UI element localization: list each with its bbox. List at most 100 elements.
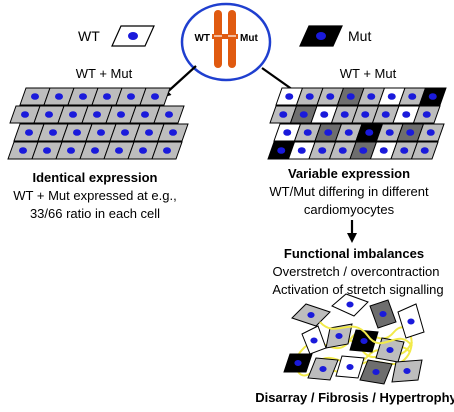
cell-nucleus bbox=[31, 93, 39, 100]
cell-nucleus bbox=[324, 129, 333, 136]
bottom-caption: Disarray / Fibrosis / Hypertrophy bbox=[255, 390, 454, 405]
cell-nucleus bbox=[422, 111, 431, 118]
chromosome-panel: WT Mut bbox=[180, 2, 272, 82]
legend-wt-nucleus bbox=[128, 32, 138, 40]
cell-nucleus bbox=[79, 93, 87, 100]
legend-mut-nucleus bbox=[316, 32, 326, 40]
cell-nucleus bbox=[403, 368, 411, 374]
cell-nucleus bbox=[379, 147, 388, 154]
cell-nucleus bbox=[67, 147, 75, 154]
chromosome-icon bbox=[212, 10, 238, 68]
right-panel: WT + Mut Variable expression WT/Mut diff… bbox=[267, 66, 447, 217]
cell-nucleus bbox=[305, 93, 314, 100]
cell-nucleus bbox=[406, 129, 415, 136]
cell-nucleus bbox=[372, 369, 380, 375]
cell-nucleus bbox=[43, 147, 51, 154]
cell-nucleus bbox=[360, 338, 368, 344]
cell-nucleus bbox=[277, 147, 286, 154]
cell-nucleus bbox=[385, 129, 394, 136]
functional-line1: Overstretch / overcontraction bbox=[273, 264, 440, 279]
cell-nucleus bbox=[319, 366, 327, 372]
cell-nucleus bbox=[381, 111, 390, 118]
cell-nucleus bbox=[408, 93, 417, 100]
cell-nucleus bbox=[346, 93, 355, 100]
cell-nucleus bbox=[73, 129, 81, 136]
cell-nucleus bbox=[21, 111, 29, 118]
functional-panel: Functional imbalances Overstretch / over… bbox=[272, 246, 443, 297]
cell-nucleus bbox=[402, 111, 411, 118]
cell-nucleus bbox=[127, 93, 135, 100]
right-line1: WT/Mut differing in different bbox=[269, 184, 429, 199]
cell-nucleus bbox=[400, 147, 409, 154]
cell-nucleus bbox=[407, 318, 415, 325]
left-title: Identical expression bbox=[33, 170, 158, 185]
cell-nucleus bbox=[359, 147, 368, 154]
cell-nucleus bbox=[365, 129, 374, 136]
cell-nucleus bbox=[320, 111, 329, 118]
chromosome-ellipse bbox=[180, 2, 272, 82]
cell-nucleus bbox=[91, 147, 99, 154]
cell-nucleus bbox=[145, 129, 153, 136]
cell-nucleus bbox=[297, 147, 306, 154]
cell-nucleus bbox=[165, 111, 173, 118]
cell-nucleus bbox=[93, 111, 101, 118]
cell-nucleus bbox=[169, 129, 177, 136]
cell-nucleus bbox=[279, 111, 288, 118]
cell-nucleus bbox=[19, 147, 27, 154]
cell-nucleus bbox=[115, 147, 123, 154]
cell-nucleus bbox=[340, 111, 349, 118]
cell-nucleus bbox=[367, 93, 376, 100]
cell-nucleus bbox=[49, 129, 57, 136]
legend-mut-label: Mut bbox=[348, 28, 371, 44]
cell-nucleus bbox=[335, 333, 343, 339]
cell-nucleus bbox=[387, 93, 396, 100]
cell-nucleus bbox=[326, 93, 335, 100]
cell-nucleus bbox=[163, 147, 171, 154]
cell-nucleus bbox=[346, 364, 354, 370]
legend-wt-label: WT bbox=[78, 28, 100, 44]
left-line2: 33/66 ratio in each cell bbox=[30, 206, 160, 221]
cell-nucleus bbox=[299, 111, 308, 118]
functional-title: Functional imbalances bbox=[284, 246, 424, 261]
cell-nucleus bbox=[69, 111, 77, 118]
cell-nucleus bbox=[386, 347, 394, 353]
cell-nucleus bbox=[420, 147, 429, 154]
legend: WT Mut bbox=[78, 25, 371, 47]
cell-nucleus bbox=[117, 111, 125, 118]
cell-nucleus bbox=[338, 147, 347, 154]
cell-nucleus bbox=[45, 111, 53, 118]
cell-nucleus bbox=[25, 129, 33, 136]
cell-nucleus bbox=[307, 312, 315, 318]
functional-line2: Activation of stretch signalling bbox=[272, 282, 443, 297]
cell-nucleus bbox=[121, 129, 129, 136]
cell-nucleus bbox=[428, 93, 437, 100]
right-title: Variable expression bbox=[288, 166, 410, 181]
chromosome-mut-label: Mut bbox=[240, 33, 258, 44]
cell-nucleus bbox=[346, 301, 354, 308]
left-header: WT + Mut bbox=[76, 66, 133, 81]
cell-nucleus bbox=[318, 147, 327, 154]
cell-nucleus bbox=[55, 93, 63, 100]
disarray-cluster bbox=[283, 293, 425, 385]
chromosome-wt-label: WT bbox=[194, 33, 210, 44]
cell-nucleus bbox=[294, 360, 302, 366]
cell-nucleus bbox=[310, 337, 318, 344]
cell-nucleus bbox=[285, 93, 294, 100]
right-cell-grid bbox=[267, 87, 447, 160]
cell-nucleus bbox=[361, 111, 370, 118]
cell-nucleus bbox=[103, 93, 111, 100]
right-header: WT + Mut bbox=[340, 66, 397, 81]
right-line2: cardiomyocytes bbox=[304, 202, 395, 217]
left-panel: WT + Mut Identical expression WT + Mut e… bbox=[7, 66, 189, 221]
cell-nucleus bbox=[344, 129, 353, 136]
cell-nucleus bbox=[283, 129, 292, 136]
cell-nucleus bbox=[303, 129, 312, 136]
left-cell-grid bbox=[7, 87, 189, 160]
fibrosis-strands bbox=[319, 321, 413, 347]
cell-nucleus bbox=[426, 129, 435, 136]
cell-nucleus bbox=[141, 111, 149, 118]
cell-nucleus bbox=[151, 93, 159, 100]
left-line1: WT + Mut expressed at e.g., bbox=[13, 188, 176, 203]
